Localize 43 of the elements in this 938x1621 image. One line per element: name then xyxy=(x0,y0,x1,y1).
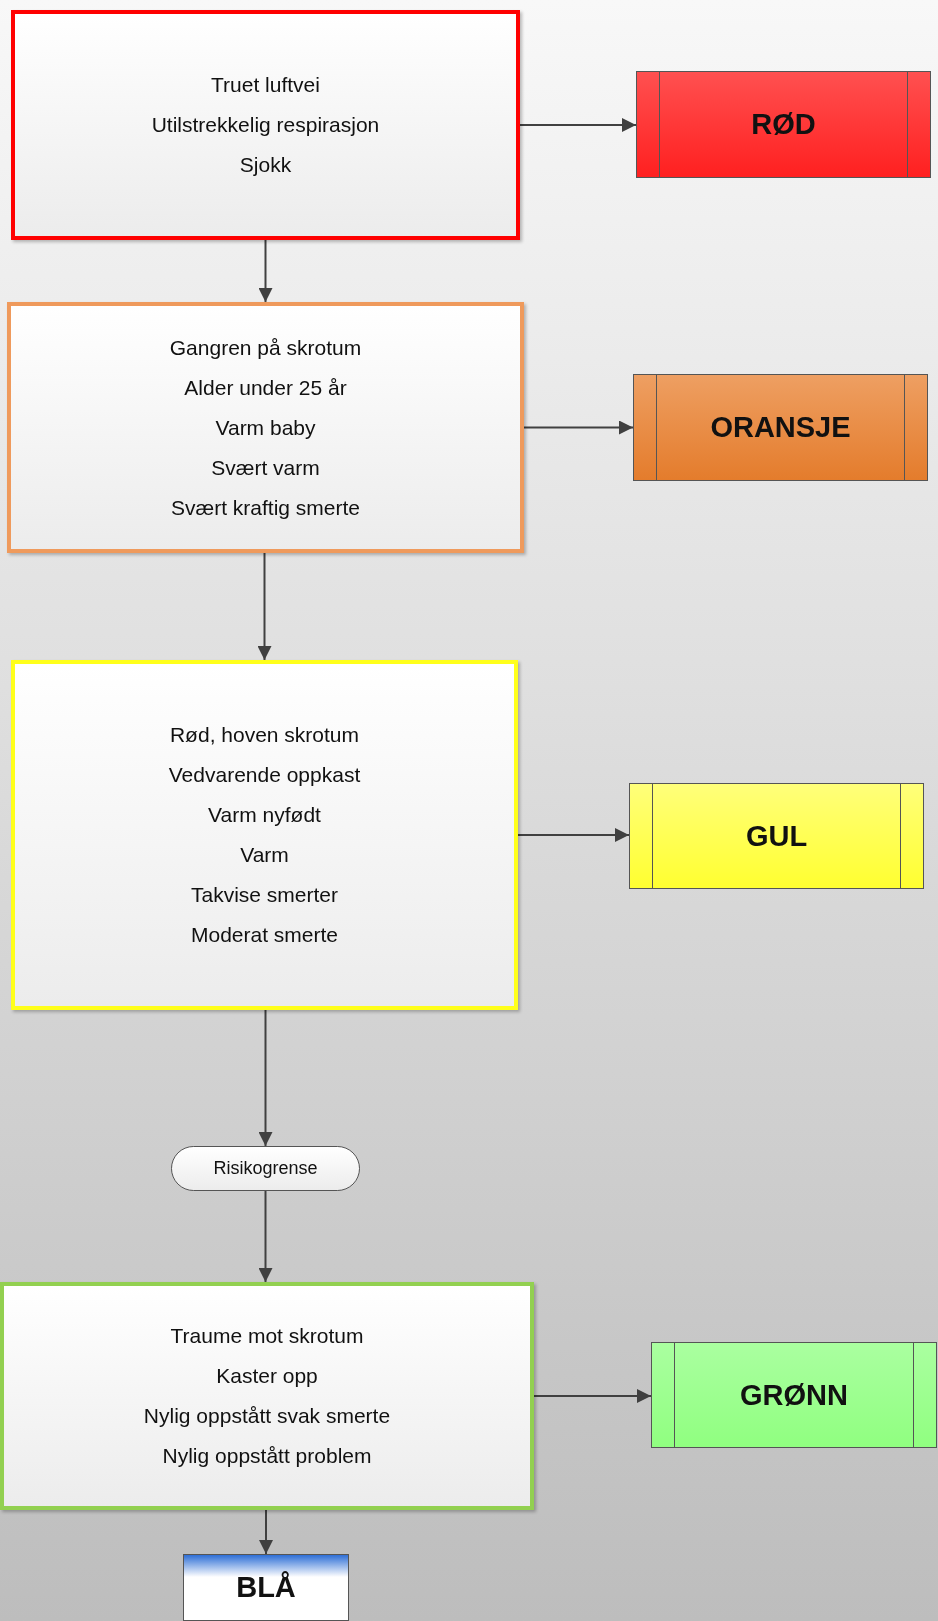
triage-level-box xyxy=(629,783,924,889)
arrow xyxy=(258,239,273,303)
arrow xyxy=(517,828,630,842)
triage-level-box xyxy=(636,71,931,178)
criteria-box xyxy=(11,660,518,1010)
criterion-text: Utilstrekkelig respirasjon xyxy=(151,112,380,138)
criterion-text: Gangren på skrotum xyxy=(169,334,362,361)
criterion-text: Takvise smerter xyxy=(191,882,338,908)
triage-level-box xyxy=(183,1554,349,1621)
criterion-text: Varm nyfødt xyxy=(208,802,321,828)
criterion-text: Vedvarende oppkast xyxy=(168,762,361,788)
criterion-text: Varm baby xyxy=(215,414,316,441)
criteria-box xyxy=(7,302,524,553)
arrow xyxy=(533,1389,652,1403)
arrow xyxy=(258,1190,273,1283)
arrow xyxy=(259,1509,273,1555)
criterion-text: Svært kraftig smerte xyxy=(170,494,360,521)
criterion-text: Nylig oppstått svak smerte xyxy=(143,1403,391,1429)
criterion-text: Svært varm xyxy=(211,454,320,481)
arrow xyxy=(523,420,634,435)
terminator-pill xyxy=(171,1146,360,1191)
triage-level-box xyxy=(651,1342,937,1448)
criterion-text: Nylig oppstått problem xyxy=(162,1443,372,1469)
criteria-box xyxy=(11,10,520,240)
arrow xyxy=(519,118,637,132)
terminator-label: Risikogrense xyxy=(213,1158,318,1179)
triage-level-box xyxy=(633,374,928,481)
criterion-text: Truet luftvei xyxy=(211,72,320,98)
criterion-text: Moderat smerte xyxy=(190,922,339,948)
criterion-text: Alder under 25 år xyxy=(184,374,347,401)
arrow xyxy=(257,552,272,661)
triage-level-label: GRØNN xyxy=(740,1378,848,1412)
triage-level-label: ORANSJE xyxy=(710,411,851,444)
criterion-text: Traume mot skrotum xyxy=(170,1323,364,1349)
arrow xyxy=(258,1009,273,1147)
triage-level-label: BLÅ xyxy=(236,1571,296,1604)
triage-level-label: GUL xyxy=(745,819,808,853)
triage-level-label: RØD xyxy=(751,108,816,141)
criterion-text: Kaster opp xyxy=(216,1363,318,1389)
criterion-text: Sjokk xyxy=(239,152,292,178)
criteria-box xyxy=(0,1282,534,1510)
criterion-text: Rød, hoven skrotum xyxy=(169,722,360,748)
criterion-text: Varm xyxy=(240,842,289,868)
